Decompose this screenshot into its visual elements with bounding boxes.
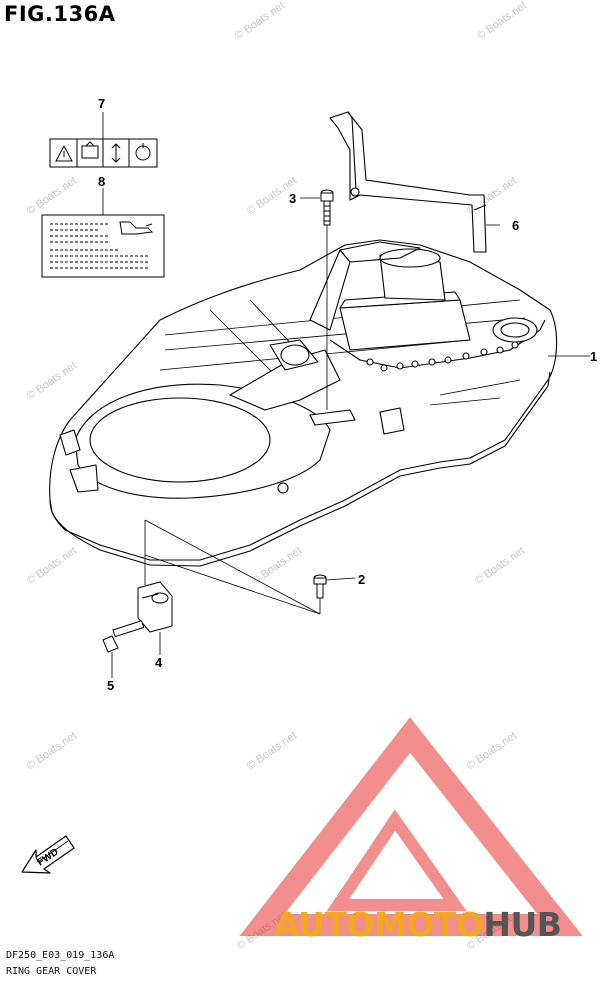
- bracket-part-4: [137, 581, 173, 633]
- callout-6: 6: [512, 218, 519, 233]
- callout-4: 4: [155, 655, 163, 670]
- callout-7: 7: [98, 96, 105, 111]
- bolt-part-5: [102, 620, 145, 653]
- watermark: © Boats.net: [245, 730, 299, 773]
- callout-1: 1: [590, 349, 597, 364]
- brand-part-a: AUTOMOTO: [274, 905, 484, 944]
- callout-3: 3: [289, 191, 296, 206]
- watermark: © Boats.net: [25, 360, 79, 403]
- brand-logo-mark: [239, 717, 583, 936]
- figure-name: RING GEAR COVER: [6, 966, 97, 977]
- ring-gear-cover-part-1: [49, 239, 558, 567]
- warning-label-part-7: [49, 138, 158, 168]
- bolt-part-2: [313, 574, 327, 599]
- watermark: © Boats.net: [473, 545, 527, 588]
- callout-5: 5: [107, 678, 114, 693]
- leader-lines: [102, 112, 590, 678]
- watermark: © Boats.net: [465, 730, 519, 773]
- watermark: © Boats.net: [233, 0, 287, 42]
- brand-part-b: HUB: [483, 905, 562, 944]
- watermark: © Boats.net: [475, 0, 529, 42]
- bolt-part-3: [320, 189, 334, 226]
- callout-numbers: 7 8 3 6 1 2 4 5: [98, 96, 597, 693]
- watermark: © Boats.net: [25, 545, 79, 588]
- brand-logo-text: AUTOMOTOHUB: [274, 905, 562, 944]
- figure-code: DF250_E03_019_136A: [6, 950, 115, 961]
- figure-title: FIG.136A: [4, 2, 116, 26]
- oil-label-part-8: [41, 214, 165, 278]
- watermark: © Boats.net: [25, 730, 79, 773]
- fwd-arrow: FWD: [21, 835, 75, 874]
- callout-2: 2: [358, 572, 365, 587]
- clamp-bracket-part-6: [329, 111, 487, 253]
- callout-8: 8: [98, 174, 105, 189]
- watermark: © Boats.net: [25, 175, 79, 218]
